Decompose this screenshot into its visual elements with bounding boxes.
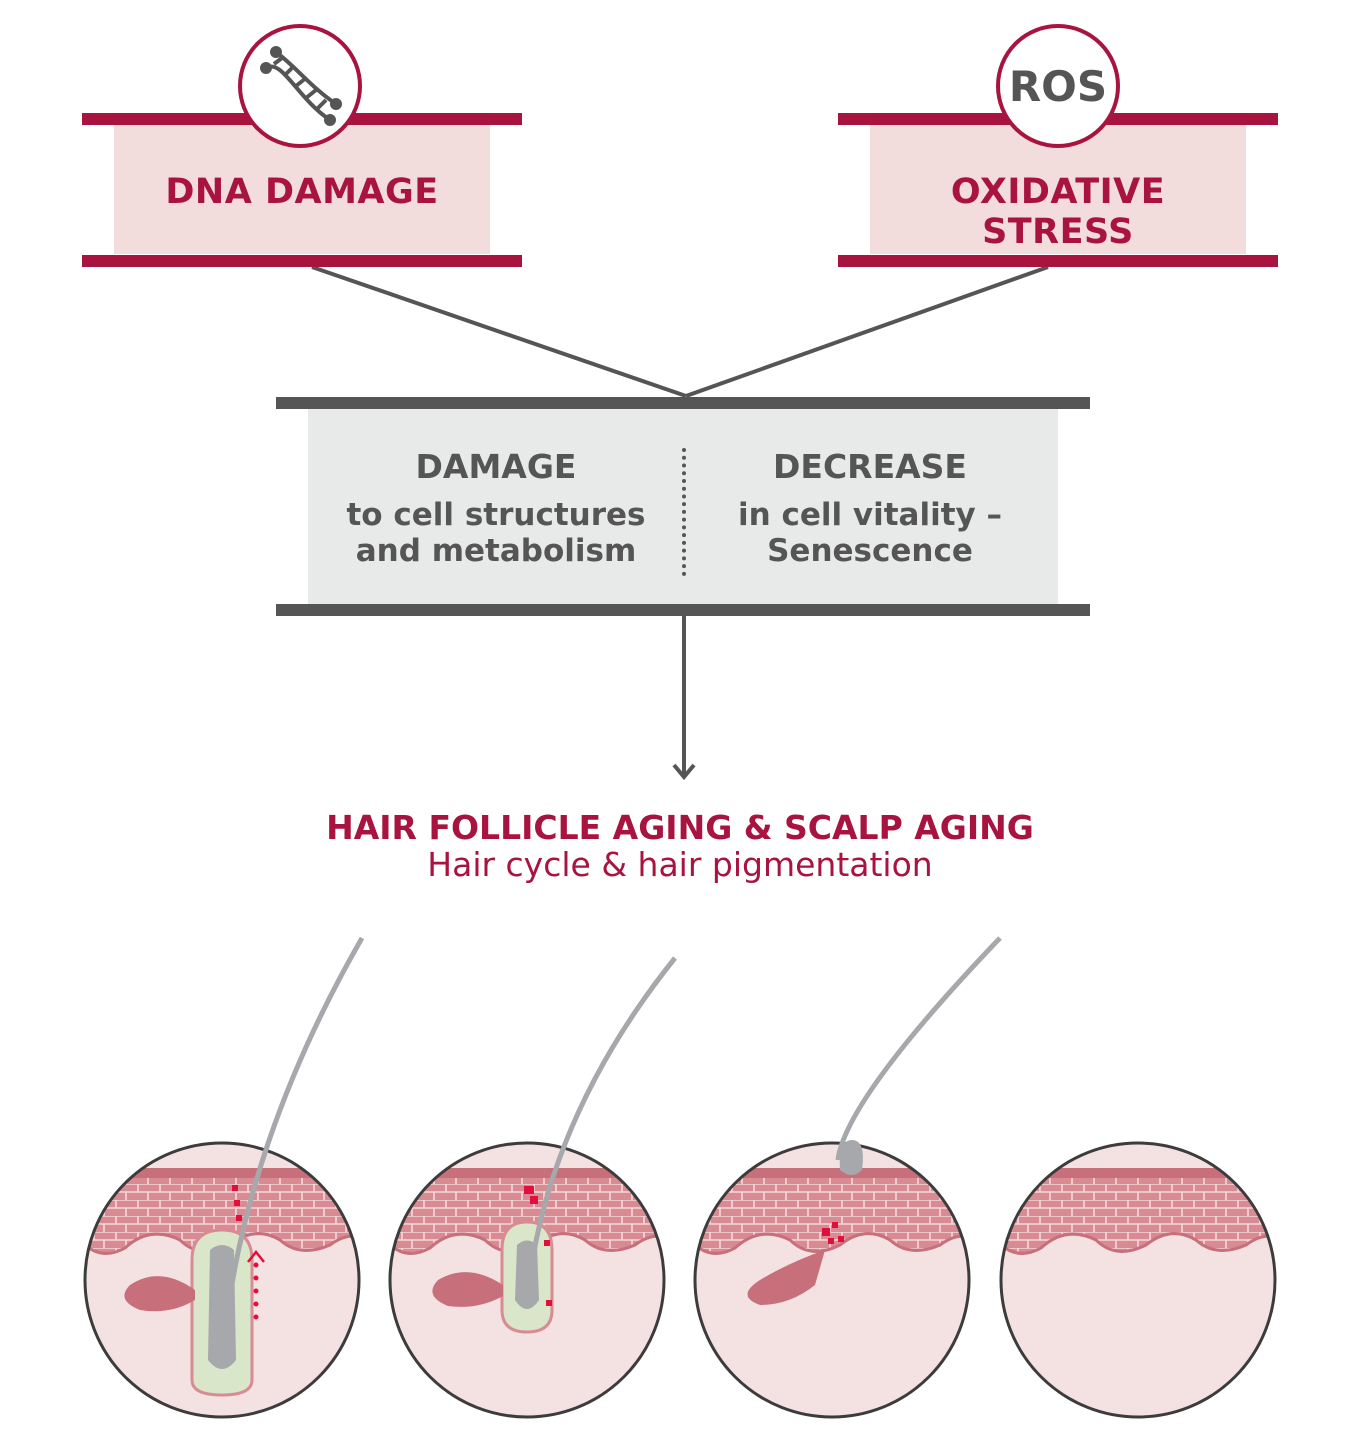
damage-line-2: and metabolism: [355, 533, 637, 569]
column-divider: [682, 448, 686, 576]
follicle-stage-2: [388, 956, 677, 1419]
ros-label: ROS: [1008, 61, 1108, 111]
decrease-heading: DECREASE: [773, 447, 967, 486]
result-subtitle: Hair cycle & hair pigmentation: [427, 845, 933, 884]
dna-damage-bottom-bar: [82, 255, 522, 267]
follicle-stage-4: [999, 1141, 1277, 1419]
decrease-line-1: in cell vitality –: [737, 497, 1003, 533]
cell-effects-bottom-bar: [276, 604, 1090, 616]
oxidative-stress-label: OXIDATIVE STRESS: [950, 172, 1166, 252]
cell-effects-top-bar: [276, 397, 1090, 409]
result-title: HAIR FOLLICLE AGING & SCALP AGING: [326, 808, 1034, 847]
ros-icon: ROS: [996, 24, 1120, 148]
decrease-line-2: Senescence: [767, 533, 973, 569]
oxidative-stress-bottom-bar: [838, 255, 1278, 267]
follicle-stage-3: [693, 936, 1002, 1419]
damage-heading: DAMAGE: [415, 447, 577, 486]
dna-icon: [238, 24, 362, 148]
dna-damage-label: DNA DAMAGE: [165, 172, 439, 212]
follicle-stage-1: [83, 936, 365, 1419]
damage-line-1: to cell structures: [346, 497, 646, 533]
